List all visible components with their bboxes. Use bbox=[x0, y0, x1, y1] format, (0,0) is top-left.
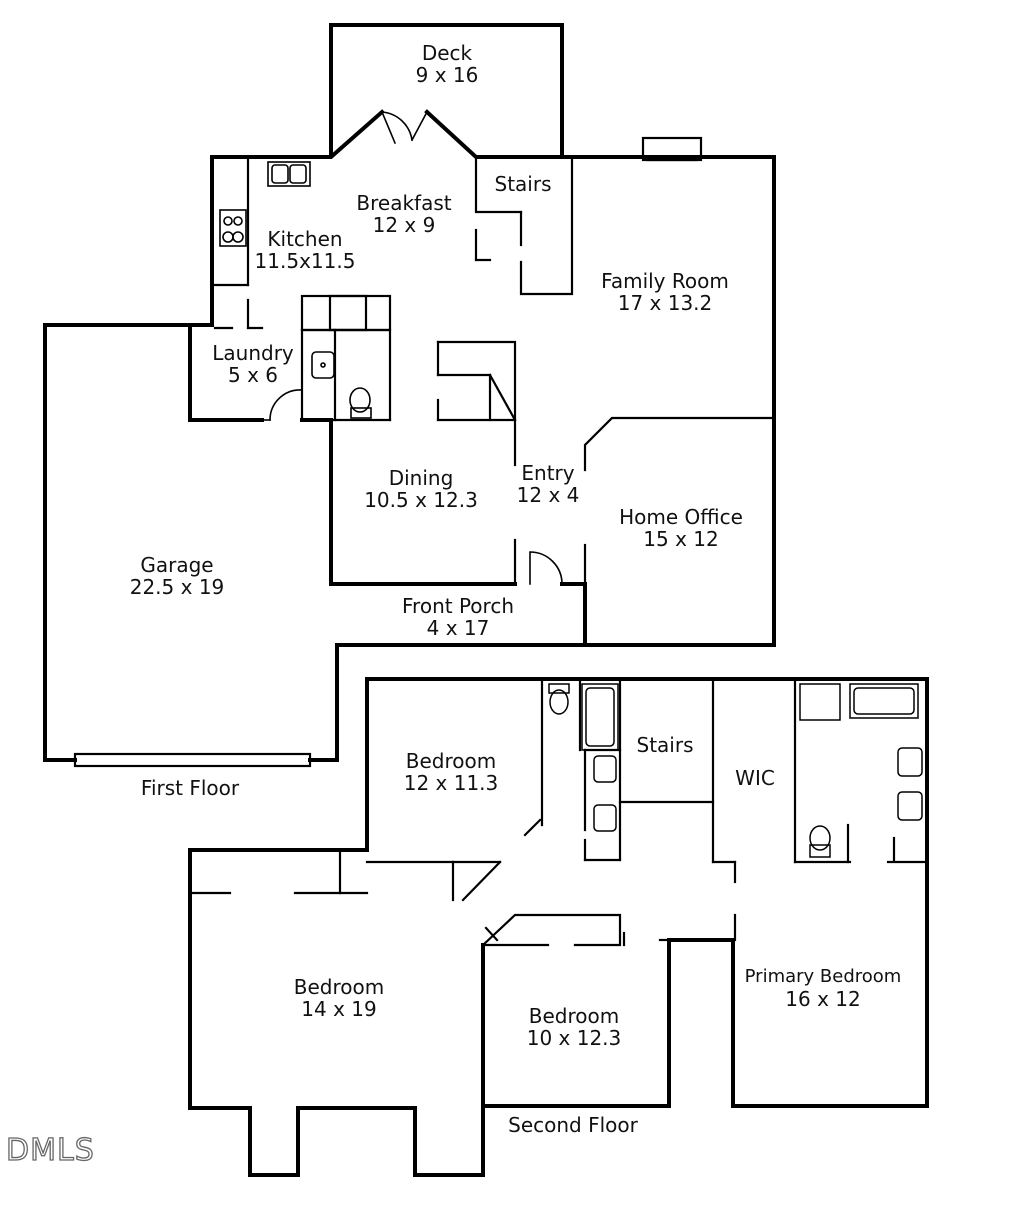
second-floor-caption: Second Floor bbox=[508, 1113, 638, 1137]
room-name: WIC bbox=[735, 766, 775, 790]
watermark-logo: DMLS bbox=[5, 1132, 95, 1168]
room-dimensions: 12 x 9 bbox=[372, 213, 436, 237]
second-floor-fixtures bbox=[548, 683, 923, 858]
room-label-wic: WIC bbox=[735, 767, 775, 789]
room-dimensions: 9 x 16 bbox=[415, 63, 479, 87]
room-dimensions: 16 x 12 bbox=[785, 987, 861, 1011]
room-name: Breakfast bbox=[356, 191, 452, 215]
room-dimensions: 4 x 17 bbox=[426, 616, 490, 640]
room-dimensions: 10.5 x 12.3 bbox=[364, 488, 478, 512]
room-dimensions: 11.5x11.5 bbox=[254, 249, 356, 273]
room-name: Stairs bbox=[494, 172, 552, 196]
room-dimensions: 5 x 6 bbox=[227, 363, 278, 387]
room-name: Deck bbox=[421, 41, 473, 65]
room-name: Family Room bbox=[601, 269, 729, 293]
room-name: Garage bbox=[140, 553, 214, 577]
first-floor-caption: First Floor bbox=[140, 776, 240, 800]
room-dimensions: 12 x 4 bbox=[516, 483, 580, 507]
room-dimensions: 17 x 13.2 bbox=[617, 291, 713, 315]
room-label-home-office: Home Office 15 x 12 bbox=[619, 506, 743, 550]
room-name: Bedroom bbox=[405, 749, 497, 773]
room-label-entry: Entry 12 x 4 bbox=[517, 462, 580, 506]
room-label-garage: Garage 22.5 x 19 bbox=[130, 554, 225, 598]
room-name: Home Office bbox=[619, 505, 743, 529]
room-name: Primary Bedroom bbox=[744, 966, 902, 987]
first-floor-exterior-walls bbox=[43, 23, 776, 762]
room-name: Entry bbox=[521, 461, 575, 485]
room-name: Dining bbox=[388, 466, 454, 490]
room-label-primary-bedroom: Primary Bedroom 16 x 12 bbox=[745, 966, 902, 1010]
doors bbox=[261, 110, 563, 585]
room-label-front-porch: Front Porch 4 x 17 bbox=[402, 595, 514, 639]
room-name: Bedroom bbox=[528, 1004, 620, 1028]
second-floor-interior-walls bbox=[188, 680, 926, 947]
room-label-family-room: Family Room 17 x 13.2 bbox=[601, 270, 729, 314]
room-label-stairs-first-floor: Stairs bbox=[495, 173, 552, 195]
room-name: Kitchen bbox=[267, 227, 343, 251]
room-label-bedroom-large: Bedroom 14 x 19 bbox=[294, 976, 384, 1020]
room-dimensions: 15 x 12 bbox=[643, 527, 719, 551]
room-label-bedroom-small: Bedroom 10 x 12.3 bbox=[527, 1005, 622, 1049]
room-label-breakfast: Breakfast 12 x 9 bbox=[356, 192, 451, 236]
kitchen-fixtures bbox=[219, 161, 372, 419]
room-dimensions: 14 x 19 bbox=[301, 997, 377, 1021]
room-name: Laundry bbox=[212, 341, 294, 365]
room-label-kitchen: Kitchen 11.5x11.5 bbox=[255, 228, 356, 272]
room-label-deck: Deck 9 x 16 bbox=[416, 42, 479, 86]
room-name: Stairs bbox=[636, 733, 694, 757]
room-name: Bedroom bbox=[293, 975, 385, 999]
room-label-bedroom-upper: Bedroom 12 x 11.3 bbox=[404, 750, 499, 794]
second-floor-exterior-walls bbox=[188, 677, 929, 1177]
room-dimensions: 12 x 11.3 bbox=[403, 771, 499, 795]
room-label-stairs-second-floor: Stairs bbox=[637, 734, 694, 756]
room-dimensions: 22.5 x 19 bbox=[129, 575, 225, 599]
room-name: Front Porch bbox=[402, 594, 514, 618]
first-floor-interior-walls bbox=[73, 136, 776, 768]
room-label-laundry: Laundry 5 x 6 bbox=[212, 342, 294, 386]
room-label-dining: Dining 10.5 x 12.3 bbox=[364, 467, 478, 511]
room-dimensions: 10 x 12.3 bbox=[526, 1026, 622, 1050]
